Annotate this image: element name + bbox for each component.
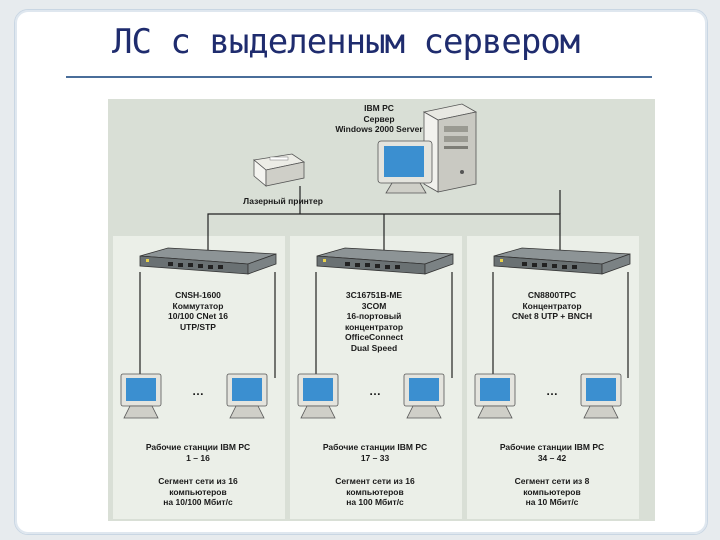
hub-8-port-icon [493, 247, 631, 275]
segment-3-links [492, 272, 629, 378]
ellipsis-1: … [192, 384, 204, 398]
workstation-icon [474, 373, 516, 419]
laser-printer-icon [253, 153, 306, 187]
workstation-icon [403, 373, 445, 419]
title-underline [66, 76, 652, 78]
ellipsis-2: … [369, 384, 381, 398]
segment-2-links [315, 272, 453, 378]
server-label: IBM PC Сервер Windows 2000 Server [335, 103, 423, 134]
workstation-icon [120, 373, 162, 419]
segment-1-stations-label: Рабочие станции IBM PC 1 – 16 [145, 442, 251, 463]
segment-2-device-label: 3C16751B-ME 3COM 16-портовый концентрато… [344, 290, 404, 353]
ellipsis-3: … [546, 384, 558, 398]
segment-3-network-label: Сегмент сети из 8 компьютеров на 10 Мбит… [514, 476, 590, 507]
workstation-icon [297, 373, 339, 419]
segment-2-stations-label: Рабочие станции IBM PC 17 – 33 [322, 442, 428, 463]
segment-3-device-label: CN8800TPC Концентратор CNet 8 UTP + BNCH [511, 290, 593, 321]
server-monitor-icon [377, 140, 433, 194]
segment-1-links [139, 272, 276, 378]
workstation-icon [226, 373, 268, 419]
hub-16-port-icon [316, 247, 454, 275]
server-tower-icon [422, 103, 478, 193]
segment-1-device-label: CNSH-1600 Коммутатор 10/100 CNet 16 UTP/… [167, 290, 228, 332]
switch-icon [139, 247, 277, 275]
printer-label: Лазерный принтер [243, 196, 323, 206]
workstation-icon [580, 373, 622, 419]
segment-3-stations-label: Рабочие станции IBM PC 34 – 42 [499, 442, 605, 463]
segment-1-network-label: Сегмент сети из 16 компьютеров на 10/100… [158, 476, 238, 507]
segment-2-network-label: Сегмент сети из 16 компьютеров на 100 Мб… [335, 476, 415, 507]
slide-title: ЛС с выделенным сервером [112, 22, 580, 62]
